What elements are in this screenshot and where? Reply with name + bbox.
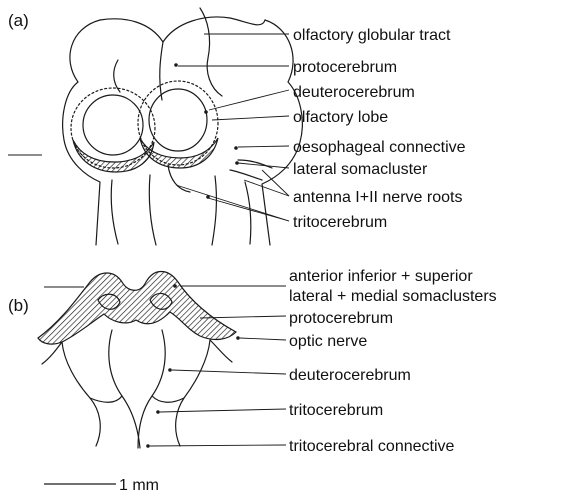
label-olfactory-globular-tract: olfactory globular tract (293, 27, 451, 44)
label-protocerebrum-b: protocerebrum (289, 310, 393, 327)
label-tritocerebrum-a: tritocerebrum (293, 214, 387, 231)
label-deuterocerebrum-a: deuterocerebrum (293, 84, 415, 101)
label-olfactory-lobe: olfactory lobe (293, 109, 388, 126)
label-lateral-somacluster: lateral somacluster (293, 161, 428, 178)
panel-b-brain-drawing (38, 272, 240, 449)
label-oesophageal-connective: oesophageal connective (293, 139, 466, 156)
label-antenna-nerve-roots: antenna I+II nerve roots (293, 189, 462, 206)
panel-a-label: (a) (8, 11, 29, 30)
label-tritocerebral-connective: tritocerebral connective (289, 438, 455, 455)
label-lateral-medial-somaclusters: lateral + medial somaclusters (289, 288, 497, 305)
scale-bar-label: 1 mm (119, 477, 159, 494)
panel-a-leader-lines (176, 34, 289, 221)
label-optic-nerve: optic nerve (289, 333, 367, 350)
label-tritocerebrum-b: tritocerebrum (289, 402, 383, 419)
label-protocerebrum-a: protocerebrum (293, 59, 397, 76)
panel-a-labels: olfactory globular tract protocerebrum d… (293, 27, 466, 231)
label-anterior-inferior-superior: anterior inferior + superior (289, 268, 473, 285)
panel-a-brain-drawing (63, 8, 303, 245)
panel-b-label: (b) (8, 296, 29, 315)
panel-b-labels: anterior inferior + superior lateral + m… (289, 268, 497, 455)
label-deuterocerebrum-b: deuterocerebrum (289, 367, 411, 384)
